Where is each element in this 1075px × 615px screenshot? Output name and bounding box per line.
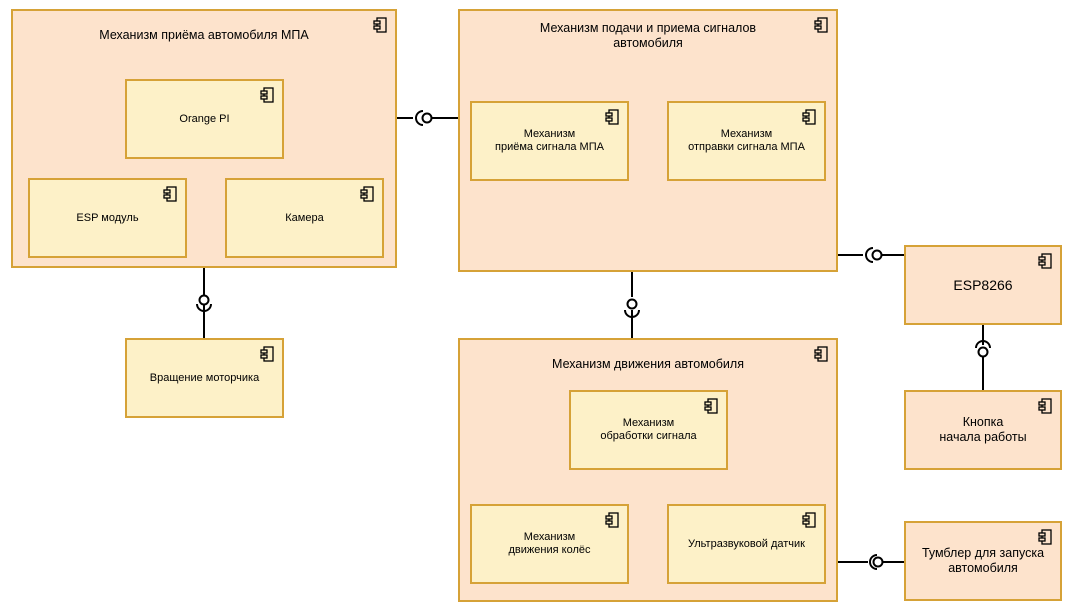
component-icon [802,109,816,125]
component-signal-processing: Механизм обработки сигнала [569,390,728,470]
component-icon [260,87,274,103]
component-ultrasonic: Ультразвуковой датчик [667,504,826,584]
component-icon [704,398,718,414]
component-signal-send: Механизм отправки сигнала МПА [667,101,826,181]
component-orange-pi-label: Orange PI [179,112,230,125]
component-icon [373,17,387,33]
component-icon [802,512,816,528]
component-esp-module: ESP модуль [28,178,187,258]
component-icon [605,512,619,528]
component-icon [1038,398,1052,414]
connector-signals-esp8266 [838,247,904,263]
component-icon [360,186,374,202]
component-icon [1038,529,1052,545]
component-signal-receive: Механизм приёма сигнала МПА [470,101,629,181]
component-start-button: Кнопка начала работы [904,390,1062,470]
component-icon [605,109,619,125]
component-icon [814,346,828,362]
connector-esp8266-button [975,325,991,390]
component-camera-label: Камера [285,211,324,224]
component-icon [163,186,177,202]
component-esp8266-label: ESP8266 [953,276,1013,293]
component-esp-module-label: ESP модуль [76,211,139,224]
component-icon [1038,253,1052,269]
component-signals-label: Механизм подачи и приема сигналов автомо… [539,21,757,50]
component-movement-label: Механизм движения автомобиля [552,357,744,371]
component-signal-send-label: Механизм отправки сигнала МПА [688,128,805,153]
component-wheel-movement-label: Механизм движения колёс [508,531,591,556]
connector-signals-movement [624,272,640,338]
component-toggle: Тумблер для запуска автомобиля [904,521,1062,601]
component-reception-label: Механизм приёма автомобиля МПА [99,28,309,42]
component-start-button-label: Кнопка начала работы [939,415,1027,444]
component-icon [814,17,828,33]
connector-movement-toggle [838,554,904,570]
component-camera: Камера [225,178,384,258]
component-motor-rotation-label: Вращение моторчика [149,371,260,384]
connector-reception-signals [397,110,458,126]
component-signal-processing-label: Механизм обработки сигнала [600,417,697,442]
component-wheel-movement: Механизм движения колёс [470,504,629,584]
component-toggle-label: Тумблер для запуска автомобиля [921,546,1045,575]
component-orange-pi: Orange PI [125,79,284,159]
component-ultrasonic-label: Ультразвуковой датчик [688,537,805,550]
component-signal-receive-label: Механизм приёма сигнала МПА [495,128,604,153]
component-esp8266: ESP8266 [904,245,1062,325]
component-icon [260,346,274,362]
connector-reception-motor [196,268,212,338]
component-motor-rotation: Вращение моторчика [125,338,284,418]
